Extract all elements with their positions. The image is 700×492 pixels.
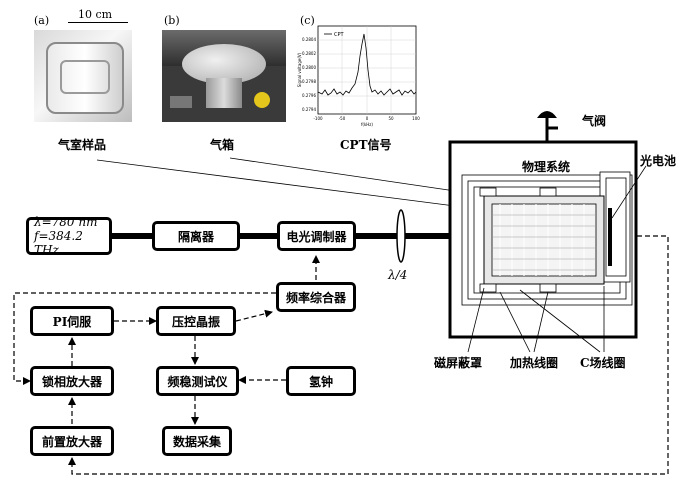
svg-text:0.2798: 0.2798: [302, 79, 316, 84]
cpt-trace: [317, 33, 417, 96]
preamp-box: 前置放大器: [30, 426, 114, 456]
scale-bar: [68, 22, 128, 23]
panel-a-tag: (a): [34, 14, 50, 27]
laser-wavelength: λ=780 nm: [34, 215, 98, 229]
svg-text:0.2796: 0.2796: [302, 93, 316, 98]
valve-label: 气阀: [582, 114, 607, 128]
heater-label: 加热线圈: [510, 356, 559, 370]
svg-text:0.2800: 0.2800: [302, 65, 316, 70]
plot-legend: CPT: [334, 32, 345, 38]
svg-text:0.2802: 0.2802: [302, 51, 316, 56]
isolator-box: 隔离器: [152, 221, 240, 251]
caption-cpt-signal: CPT信号: [340, 138, 392, 152]
svg-text:0.2804: 0.2804: [302, 37, 316, 42]
pi-servo-box: PI伺服: [30, 306, 114, 336]
shield-label: 磁屏蔽罩: [434, 356, 483, 370]
waveplate-icon: [396, 209, 406, 263]
synth-box: 频率综合器: [276, 282, 356, 312]
cpt-plot: CPT 0.2804 0.2802 0.2800 0.2798 0.2796 0…: [297, 25, 420, 127]
c-coil-label: C场线圈: [580, 356, 626, 370]
svg-text:50: 50: [388, 116, 394, 121]
lock-in-box: 锁相放大器: [30, 366, 114, 396]
svg-text:f(kHz): f(kHz): [361, 122, 373, 127]
laser-frequency: f=384.2 THz: [34, 229, 83, 257]
svg-text:-50: -50: [339, 116, 346, 121]
eom-box: 电光调制器: [277, 221, 356, 251]
svg-text:-100: -100: [313, 116, 323, 121]
svg-text:Signal voltage(V): Signal voltage(V): [297, 52, 302, 87]
caption-cell-sample: 气室样品: [58, 138, 107, 152]
svg-text:100: 100: [412, 116, 420, 121]
freq-tester-box: 频稳测试仪: [156, 366, 239, 396]
valve-icon: [537, 111, 558, 142]
laser-box: λ=780 nm f=384.2 THz: [26, 215, 112, 257]
svg-text:0: 0: [366, 116, 369, 121]
vcxo-box: 压控晶振: [156, 306, 236, 336]
panel-a-scale: 10 cm: [78, 8, 113, 21]
physics-system-title: 物理系统: [522, 160, 571, 174]
svg-text:0.2794: 0.2794: [302, 107, 316, 112]
caption-gas-box: 气箱: [210, 138, 235, 152]
gas-box-photo: [162, 30, 286, 122]
waveplate-label: λ/4: [388, 268, 408, 282]
shield-assembly: [461, 171, 633, 306]
hydrogen-maser-box: 氢钟: [286, 366, 356, 396]
photodiode-label: 光电池: [640, 154, 677, 168]
panel-c-tag: (c): [300, 14, 315, 27]
daq-box: 数据采集: [162, 426, 232, 456]
glass-cell-photo: [34, 30, 132, 122]
panel-b-tag: (b): [164, 14, 180, 27]
